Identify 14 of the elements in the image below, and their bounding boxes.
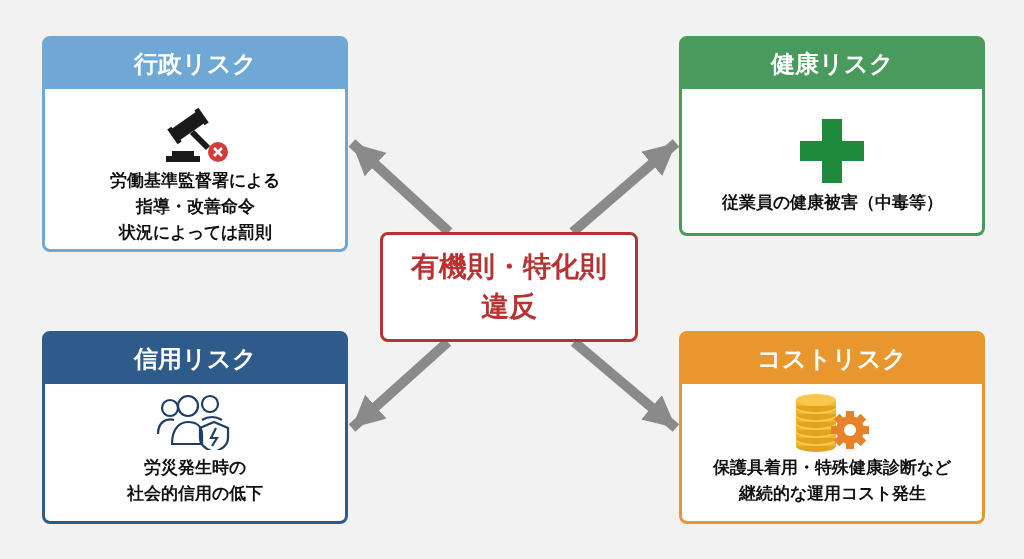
card-text: 労働基準監督署による指導・改善命令状況によっては罰則 bbox=[109, 169, 281, 244]
card-text: 従業員の健康被害（中毒等） bbox=[720, 191, 944, 214]
risk-card bbox=[42, 36, 348, 252]
risk-card bbox=[679, 36, 985, 236]
card-header: 行政リスク bbox=[45, 39, 345, 89]
card-header: 健康リスク bbox=[682, 39, 982, 89]
center-box bbox=[380, 232, 638, 342]
card-header: 信用リスク bbox=[45, 334, 345, 384]
card-text: 労災発生時の社会的信用の低下 bbox=[126, 456, 264, 505]
card-header: コストリスク bbox=[682, 334, 982, 384]
risk-card bbox=[42, 331, 348, 524]
card-text: 保護具着用・特殊健康診断など継続的な運用コスト発生 bbox=[712, 456, 952, 505]
center-title: 有機則・特化則違反 bbox=[411, 249, 607, 325]
risk-card bbox=[679, 331, 985, 524]
